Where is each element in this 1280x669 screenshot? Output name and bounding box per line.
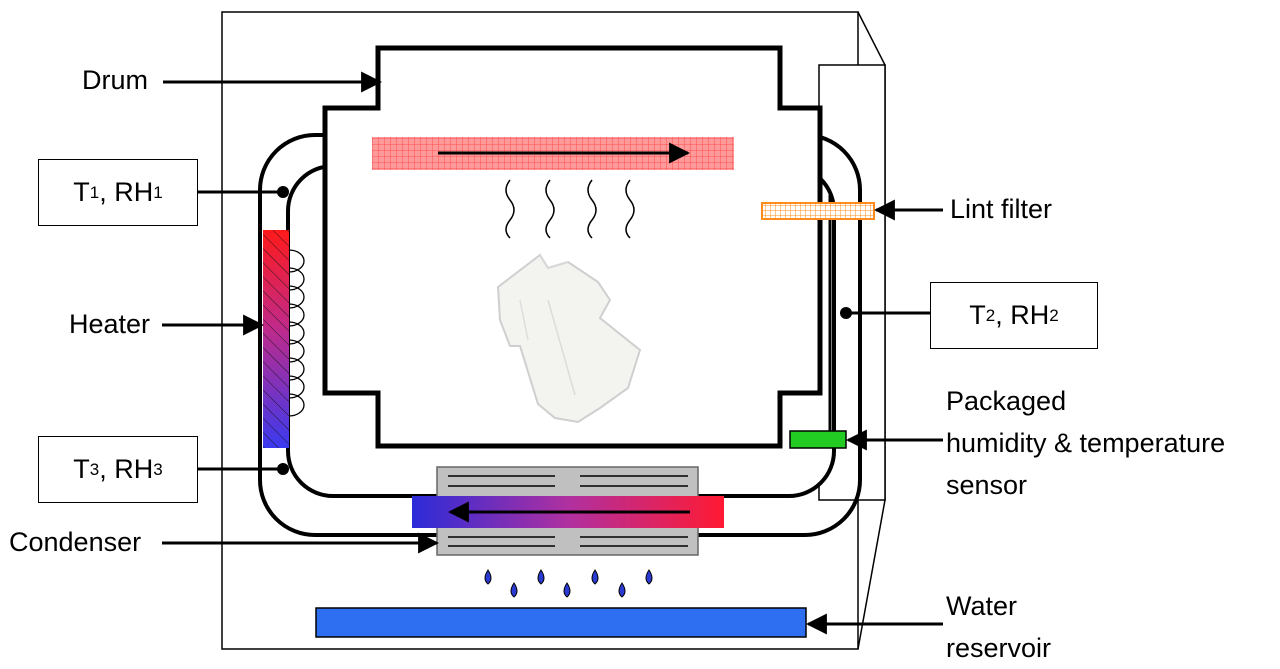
sensor-box-2-rh-sub: 2 [1049,305,1059,325]
water-drops-icon [484,569,653,598]
sensor-box-1-rh-sub: 1 [153,182,163,202]
sensor-box-3-rh-sub: 3 [153,459,163,479]
water-label-line-2: reservoir [946,633,1052,663]
heater [263,230,305,448]
sensor-label-line-1: Packaged [946,386,1067,416]
sensor-label: Packaged humidity & temperature sensor [946,380,1225,506]
lint-filter-label: Lint filter [950,194,1053,224]
condenser [412,466,724,556]
sensor-box-2-t: T [969,300,986,330]
sensor-box-2-t-sub: 2 [985,305,996,325]
water-reservoir [315,607,807,638]
heat-waves-icon [505,179,635,239]
sensor-box-3-t-sub: 3 [89,459,100,479]
packaged-sensor [789,430,847,449]
sensor-box-1-rh: , RH [99,177,154,207]
sensor-box-3-rh: , RH [99,454,154,484]
drum-label: Drum [82,65,148,95]
heater-label: Heater [69,309,151,339]
sensor-label-line-3: sensor [946,470,1028,500]
leader-lines [162,71,943,635]
sensor-box-2-rh: , RH [995,300,1050,330]
sensor-label-line-2: humidity & temperature [946,428,1226,458]
lint-filter [761,202,875,220]
condenser-label: Condenser [9,527,142,557]
water-label-line-1: Water [946,591,1018,621]
shirt-icon [496,253,642,424]
sensor-box-1-t: T [73,177,90,207]
water-reservoir-label: Water reservoir [946,585,1051,669]
hot-air-channel [372,137,734,170]
sensor-box-3-t: T [73,454,90,484]
sensor-box-1-t-sub: 1 [89,182,100,202]
